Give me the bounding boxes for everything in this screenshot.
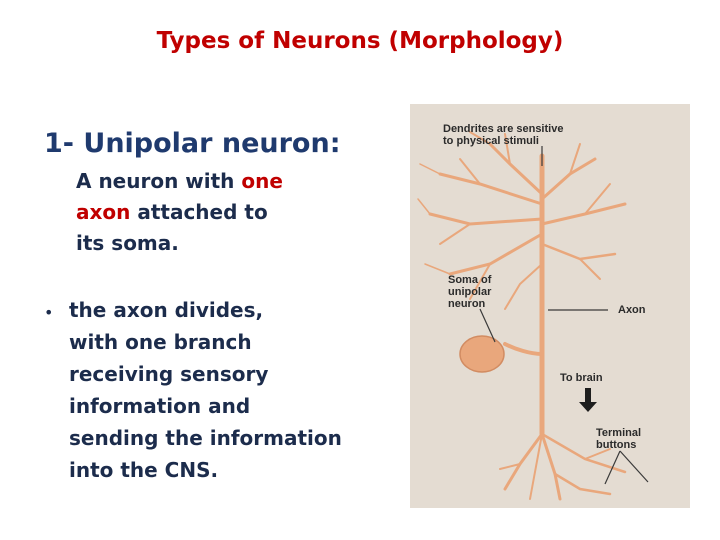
terminal-label-line: buttons [596,439,637,451]
dendrites-label: Dendrites are sensitive to physical stim… [443,123,563,147]
neuron-illustration [417,131,649,501]
soma-label: Soma of unipolar neuron [448,274,491,310]
bullet-line: with one branch [69,330,252,354]
neuron-dendrites [417,131,627,501]
bullet-line: receiving sensory [69,362,269,386]
highlight-one: one [241,169,283,193]
bullet-text: the axon divides, with one branch receiv… [69,294,399,486]
unipolar-neuron-figure: Dendrites are sensitive to physical stim… [410,104,690,508]
bullet-line: information and [69,394,251,418]
bullet-line: sending the information [69,426,342,450]
terminal-label-line: Terminal [596,427,642,439]
definition-line-1: A neuron with one [76,169,283,193]
section-heading: 1- Unipolar neuron: [44,128,341,159]
definition-text: A neuron with one axon attached to its s… [76,166,376,259]
definition-line-3: its soma. [76,231,179,255]
bullet-line: into the CNS. [69,458,219,482]
bullet-line: the axon divides, [69,298,264,322]
soma-body [459,335,505,373]
dendrites-label-line: Dendrites are sensitive [443,123,564,135]
definition-text-part: A neuron with [76,169,242,193]
definition-text-part: attached to [130,200,268,224]
arrow-down-icon [579,388,597,412]
soma-label-line: unipolar [448,286,492,298]
label-pointers [479,146,649,485]
dendrites-label-line: to physical stimuli [443,135,539,147]
terminal-buttons-label: Terminal buttons [596,427,641,451]
soma-label-line: neuron [448,298,486,310]
slide-title: Types of Neurons (Morphology) [156,28,564,54]
highlight-axon: axon [76,200,131,224]
to-brain-label: To brain [560,372,603,384]
definition-line-2: axon attached to [76,200,268,224]
axon-label: Axon [618,304,646,316]
bullet-icon: • [44,303,54,322]
soma-label-line: Soma of [448,274,492,286]
